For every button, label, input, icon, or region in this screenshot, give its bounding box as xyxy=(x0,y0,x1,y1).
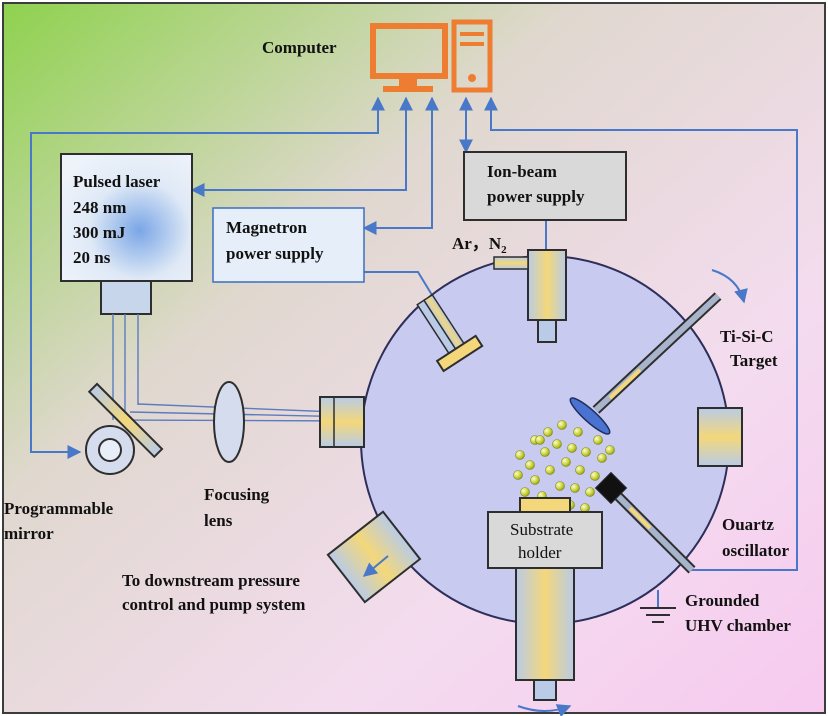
substrate-label-2: holder xyxy=(518,543,562,562)
ground-label-2: UHV chamber xyxy=(685,616,791,635)
focusing-lens xyxy=(213,381,245,463)
mirror-label-1: Programmable xyxy=(4,499,114,518)
quartz-crystal xyxy=(594,471,628,505)
mirror-label-2: mirror xyxy=(4,524,54,543)
lens-label-2: lens xyxy=(204,511,233,530)
pulsed-laser: Pulsed laser 248 nm 300 mJ 20 ns xyxy=(60,153,193,315)
ground-label-1: Grounded xyxy=(685,591,760,610)
gas-inlet-tube xyxy=(493,256,529,270)
magnetron-gun xyxy=(416,293,484,373)
laser-head xyxy=(100,280,152,315)
substrate-holder-box xyxy=(487,511,603,569)
connection-lines xyxy=(30,96,798,608)
magnetron-power-supply-box xyxy=(212,207,365,283)
lens-label-1: Focusing xyxy=(204,485,270,504)
quartz-label-2: oscillator xyxy=(722,541,789,560)
ionbeam-power-supply-box xyxy=(463,151,627,221)
rotation-arrow-target xyxy=(711,269,748,304)
substrate-label-1: Substrate xyxy=(510,520,573,539)
ionbeam-label-2: power supply xyxy=(487,187,585,206)
laser-window-port xyxy=(319,396,365,448)
ground-symbol-icon xyxy=(640,607,676,623)
monitor-icon xyxy=(370,23,448,92)
quartz-signal-line xyxy=(484,96,798,571)
pump-flow-arrow xyxy=(362,555,389,577)
computer-tower-icon xyxy=(451,19,493,93)
laser-label-2: 248 nm xyxy=(73,198,126,217)
laser-label-3: 300 mJ xyxy=(73,223,126,242)
pump-label-1: To downstream pressure xyxy=(122,571,300,590)
ion-beam-source xyxy=(493,249,567,343)
substrate-shaft xyxy=(515,567,575,681)
magnetron-label-2: power supply xyxy=(226,244,324,263)
magnetron-control-line xyxy=(362,96,439,235)
programmable-mirror xyxy=(85,382,164,475)
pump-port xyxy=(326,510,422,604)
computer-label: Computer xyxy=(262,38,337,57)
gas-label: Ar，N2 xyxy=(452,234,507,256)
quartz-label-1: Ouartz xyxy=(722,515,774,534)
ti-si-c-target-disc xyxy=(569,397,611,435)
substrate-pad xyxy=(519,497,571,513)
magnetron-feed-line xyxy=(364,271,433,296)
right-port xyxy=(697,407,743,467)
target-label-1: Ti-Si-C xyxy=(720,327,774,346)
ionbeam-label-1: Ion-beam xyxy=(487,162,557,181)
laser-label-1: Pulsed laser xyxy=(73,172,161,191)
rotation-arrow-substrate xyxy=(517,704,572,716)
pump-label-2: control and pump system xyxy=(122,595,305,614)
laser-label-4: 20 ns xyxy=(73,248,111,267)
magnetron-label-1: Magnetron xyxy=(226,218,307,237)
target-label-2: Target xyxy=(730,351,778,370)
